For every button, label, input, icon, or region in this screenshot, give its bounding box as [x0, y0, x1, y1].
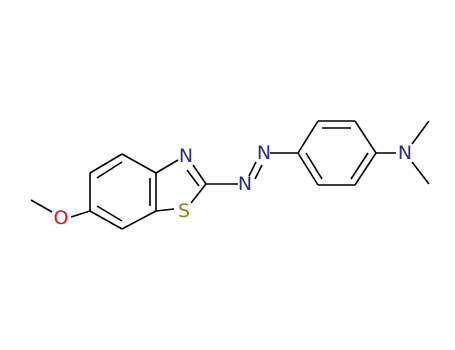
atom-label-sulfur: S [178, 200, 190, 222]
bond [354, 152, 377, 186]
bond [89, 210, 123, 230]
bond [155, 208, 175, 212]
atom-label-azo-nitrogen-1: N [238, 173, 252, 195]
bond [30, 199, 53, 213]
atom-label-thiazole-nitrogen: N [179, 145, 193, 167]
double-bond-inner [96, 161, 123, 179]
methoxy-group [30, 199, 91, 218]
double-bond-inner [254, 164, 263, 180]
bond [248, 161, 257, 177]
double-bond-inner [305, 152, 323, 180]
bond [89, 153, 123, 174]
bond [297, 152, 319, 186]
atom-label-amine-nitrogen: N [398, 142, 412, 164]
bond [190, 183, 207, 204]
double-bond-inner [186, 169, 200, 187]
bond [121, 210, 157, 230]
azo-linkage [206, 152, 298, 185]
bond [155, 159, 179, 174]
bond [411, 120, 430, 145]
bond [192, 164, 207, 185]
atom-label-oxygen: O [54, 207, 69, 229]
double-bond-inner [350, 152, 369, 180]
thiazole-ring [155, 159, 207, 212]
double-bond-inner [96, 205, 123, 222]
benzene-ring-right [297, 120, 377, 186]
bond [121, 153, 157, 174]
benzene-ring-left [89, 153, 157, 230]
atom-label-azo-nitrogen-2: N [257, 142, 271, 164]
bond [70, 210, 91, 218]
bond [411, 161, 430, 185]
dimethylamino-group [376, 120, 430, 185]
bond [297, 120, 319, 154]
bond [354, 120, 377, 154]
